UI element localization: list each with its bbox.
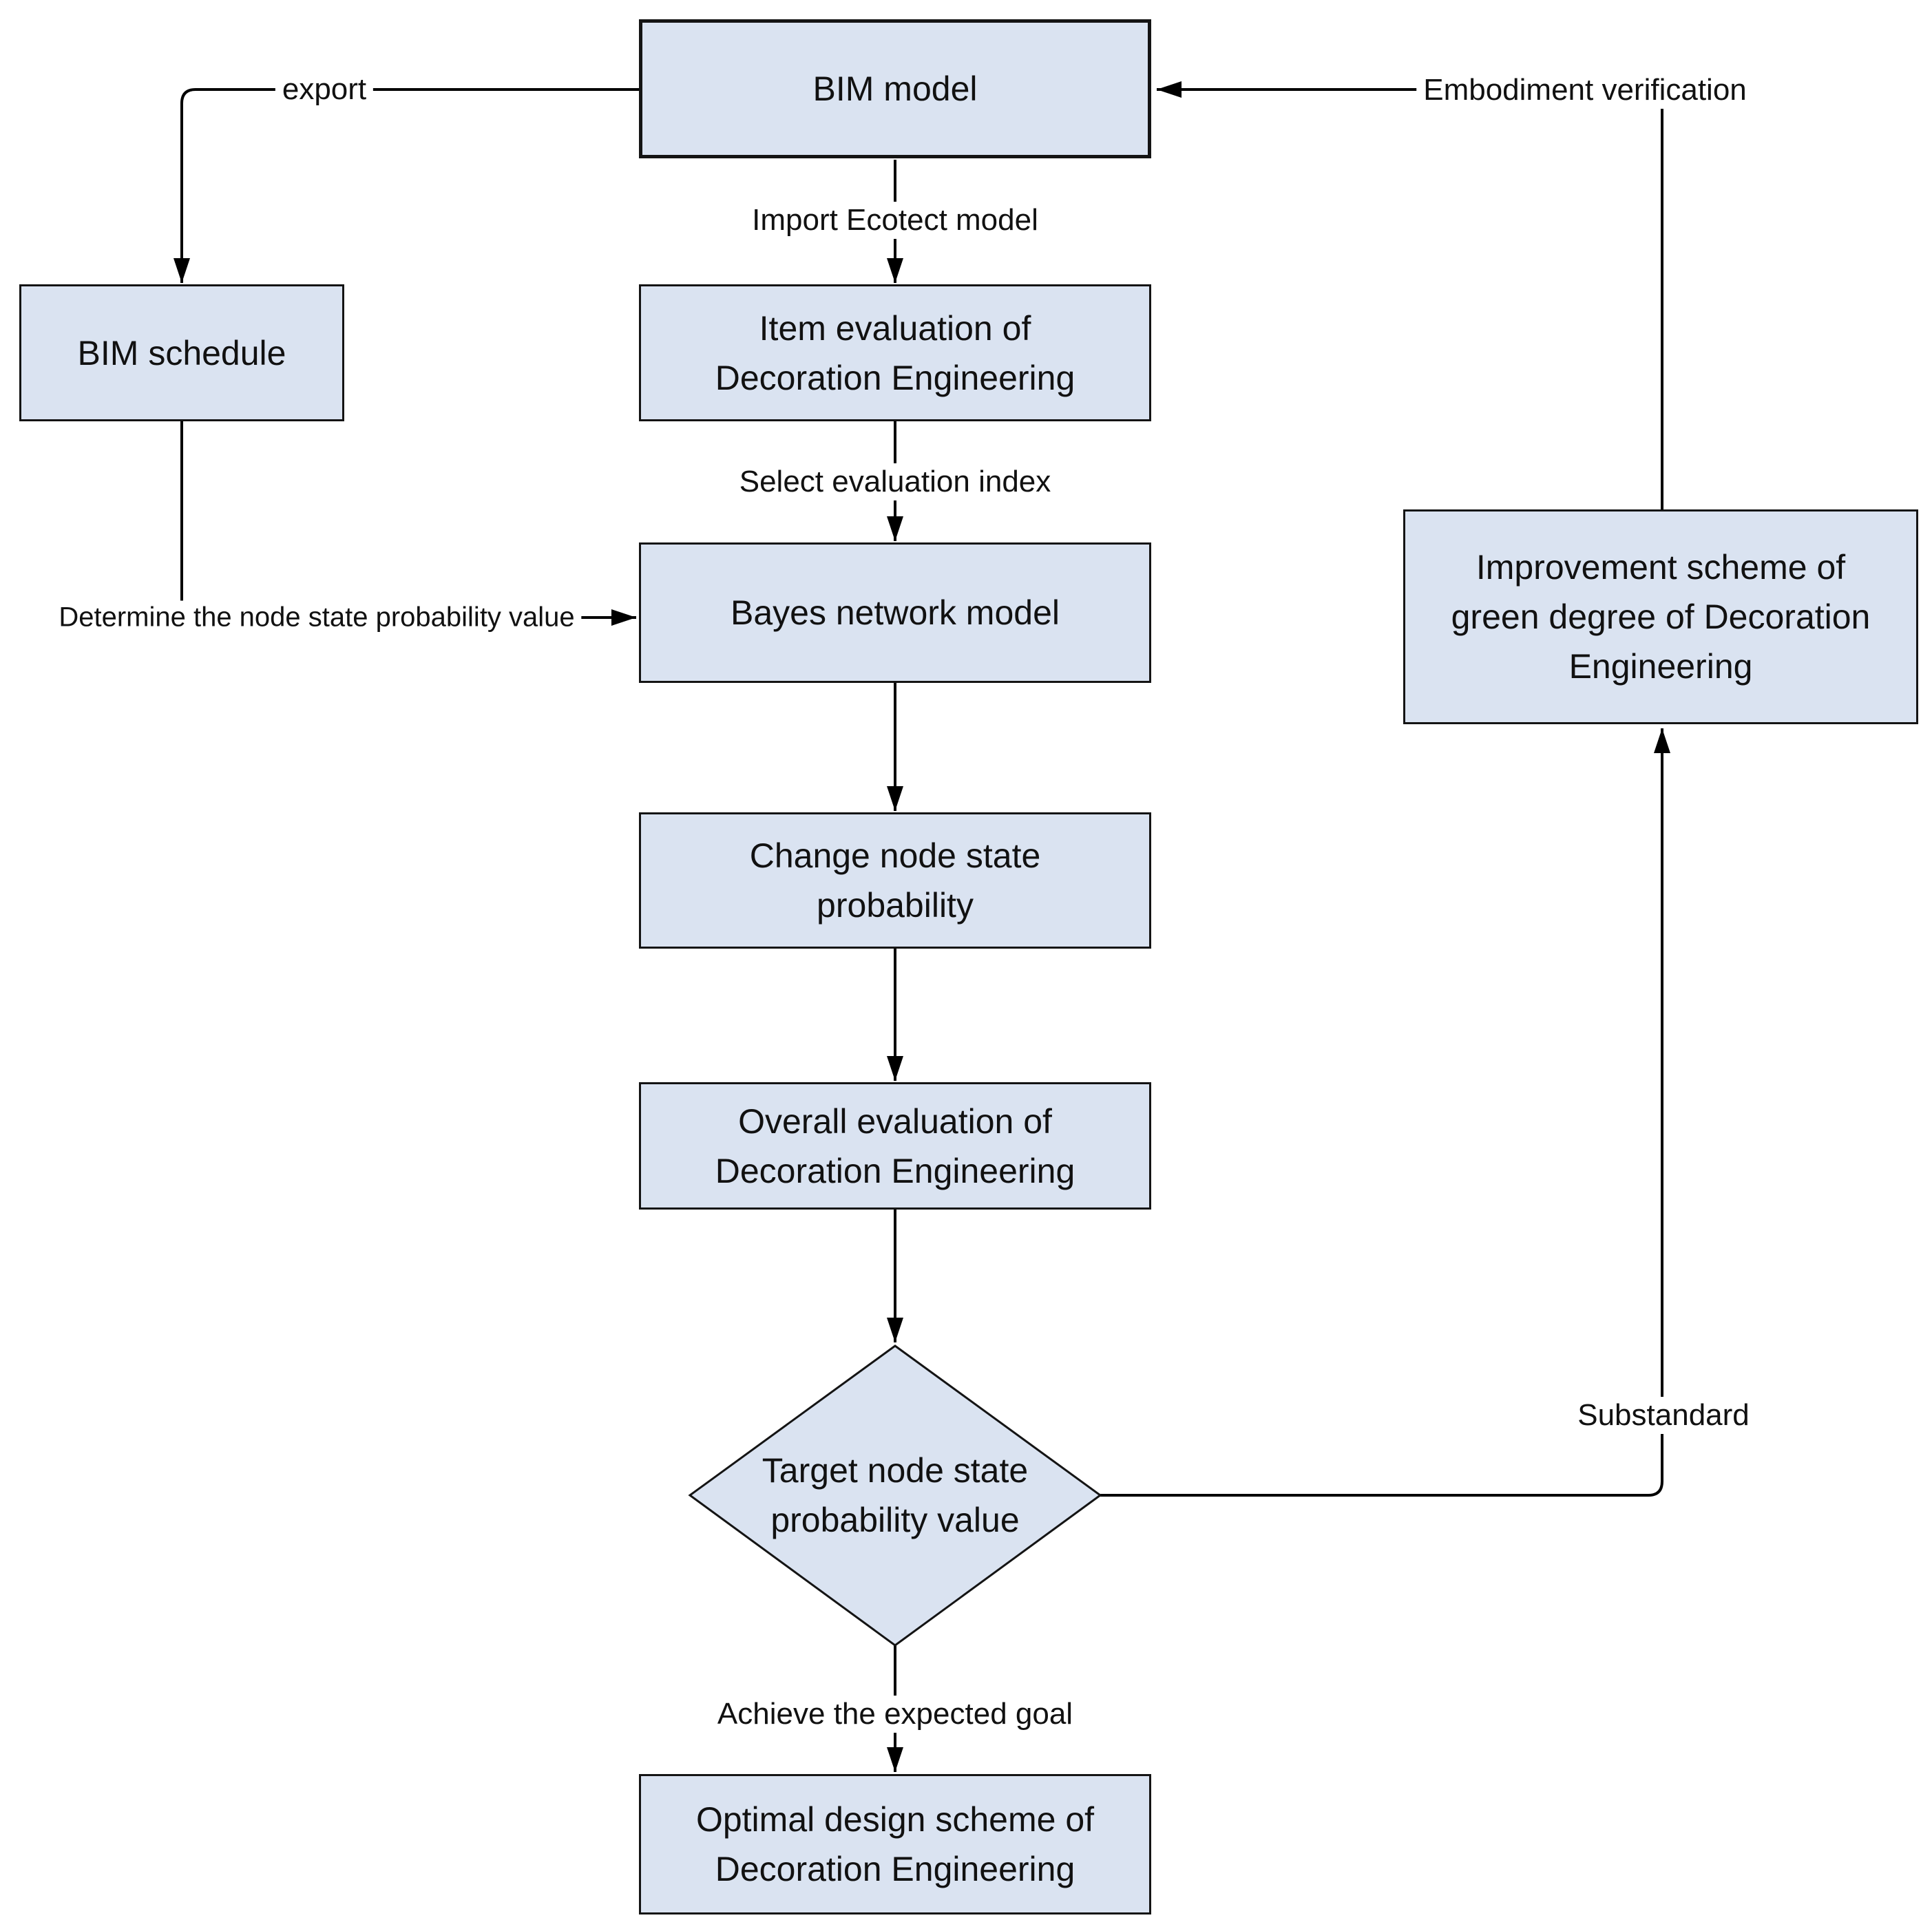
edge-label-embodiment-verification: Embodiment verification: [1416, 72, 1754, 109]
edge-export-to-bim-schedule: [174, 88, 639, 283]
decision-diamond-shape: [688, 1344, 1102, 1647]
node-item-evaluation: Item evaluation of Decoration Engineerin…: [639, 284, 1151, 421]
edge-label-select-index: Select evaluation index: [732, 463, 1058, 500]
edge-label-substandard: Substandard: [1571, 1397, 1756, 1434]
node-bim-model: BIM model: [639, 19, 1151, 158]
node-bim-schedule: BIM schedule: [19, 284, 344, 421]
edge-label-determine-probability: Determine the node state probability val…: [52, 600, 582, 635]
edge-label-achieve-goal: Achieve the expected goal: [710, 1696, 1080, 1733]
node-improvement-scheme: Improvement scheme of green degree of De…: [1403, 509, 1918, 724]
node-optimal-design: Optimal design scheme of Decoration Engi…: [639, 1774, 1151, 1914]
node-overall-evaluation: Overall evaluation of Decoration Enginee…: [639, 1082, 1151, 1210]
edge-label-export: export: [275, 71, 374, 108]
node-bayes-network: Bayes network model: [639, 542, 1151, 683]
node-target-decision: Target node state probability value: [762, 1451, 1029, 1539]
edge-label-import-ecotect: Import Ecotect model: [745, 202, 1045, 239]
node-change-node-state: Change node state probability: [639, 812, 1151, 949]
edge-improvement-to-bim-model: [1157, 81, 1663, 509]
edge-diamond-to-improvement: [1100, 728, 1670, 1497]
